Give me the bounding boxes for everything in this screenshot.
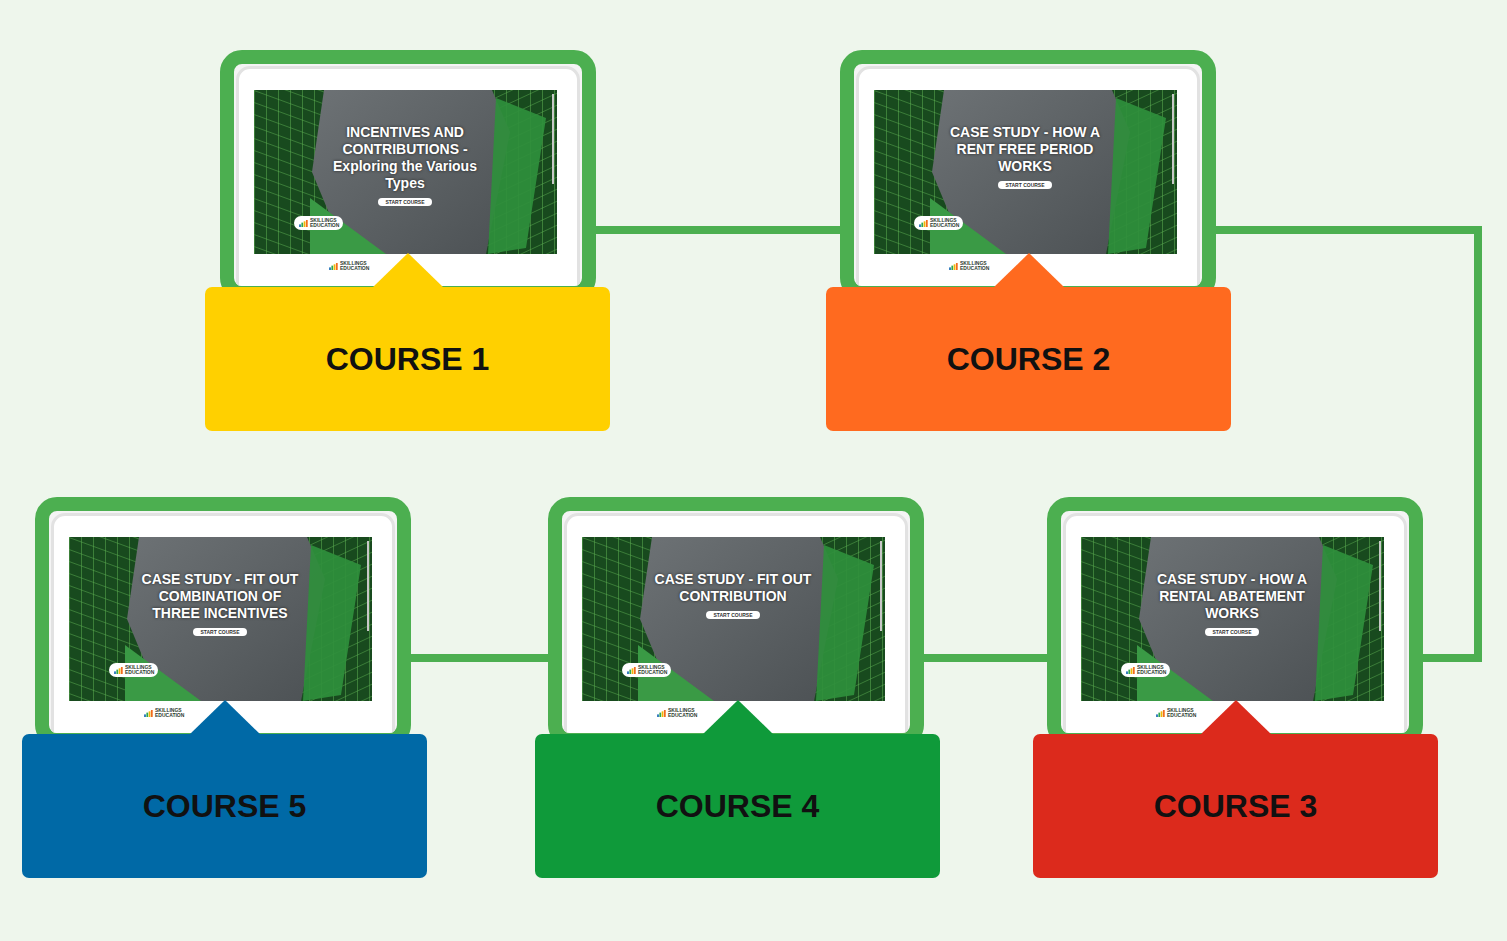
logo-icon	[1156, 710, 1165, 717]
start-button: START COURSE	[706, 611, 759, 619]
logo-icon	[657, 710, 666, 717]
logo-text: SKILLINGS EDUCATION	[155, 708, 183, 718]
logo-text: SKILLINGS EDUCATION	[960, 261, 988, 271]
footer-logo: SKILLINGS EDUCATION	[329, 261, 368, 271]
logo-badge: SKILLINGS EDUCATION	[914, 216, 963, 230]
course-label-box: COURSE 2	[826, 287, 1231, 431]
logo-text: SKILLINGS EDUCATION	[638, 665, 666, 675]
logo-text: SKILLINGS EDUCATION	[125, 665, 153, 675]
thumbnail-caption: CASE STUDY - FIT OUT COMBINATION OF THRE…	[135, 571, 305, 636]
thumbnail-caption: CASE STUDY - HOW A RENTAL ABATEMENT WORK…	[1147, 571, 1317, 636]
start-button: START COURSE	[998, 181, 1051, 189]
connector-line	[924, 654, 1047, 662]
logo-text: SKILLINGS EDUCATION	[930, 218, 958, 228]
course-label: COURSE 1	[326, 341, 490, 378]
pointer-shape	[189, 700, 261, 735]
pointer-shape	[372, 253, 444, 288]
logo-text: SKILLINGS EDUCATION	[668, 708, 696, 718]
thumbnail-art	[1081, 537, 1384, 701]
logo-icon	[329, 263, 338, 270]
pointer-shape	[702, 700, 774, 735]
thumbnail-caption: CASE STUDY - HOW A RENT FREE PERIOD WORK…	[940, 124, 1110, 189]
logo-text: SKILLINGS EDUCATION	[310, 218, 338, 228]
footer-logo: SKILLINGS EDUCATION	[657, 708, 696, 718]
course-label-box: COURSE 4	[535, 734, 940, 878]
logo-bars	[299, 220, 308, 227]
logo-badge: SKILLINGS EDUCATION	[622, 663, 671, 677]
thumbnail-caption: INCENTIVES AND CONTRIBUTIONS - Exploring…	[320, 124, 490, 206]
course-title: CASE STUDY - FIT OUT COMBINATION OF THRE…	[135, 571, 305, 622]
logo-bars	[144, 710, 153, 717]
logo-bars	[949, 263, 958, 270]
course-title: INCENTIVES AND CONTRIBUTIONS - Exploring…	[320, 124, 490, 192]
pointer-triangle	[1200, 700, 1272, 735]
course-title: CASE STUDY - HOW A RENTAL ABATEMENT WORK…	[1147, 571, 1317, 622]
connector-line	[411, 654, 548, 662]
logo-icon	[949, 263, 958, 270]
logo-text: SKILLINGS EDUCATION	[1167, 708, 1195, 718]
logo-bars	[1156, 710, 1165, 717]
logo-icon	[114, 667, 123, 674]
thumbnail-art	[874, 90, 1177, 254]
course-label: COURSE 5	[143, 788, 307, 825]
logo-icon	[299, 220, 308, 227]
start-button: START COURSE	[378, 198, 431, 206]
footer-logo: SKILLINGS EDUCATION	[949, 261, 988, 271]
pointer-triangle	[702, 700, 774, 735]
course-label-box: COURSE 1	[205, 287, 610, 431]
logo-icon	[919, 220, 928, 227]
thumbnail-art	[254, 90, 557, 254]
course-label: COURSE 3	[1154, 788, 1318, 825]
pointer-triangle	[372, 253, 444, 288]
course-label: COURSE 4	[656, 788, 820, 825]
logo-bars	[657, 710, 666, 717]
pointer-triangle	[993, 253, 1065, 288]
connector-line	[596, 226, 840, 234]
logo-bars	[627, 667, 636, 674]
pointer-triangle	[189, 700, 261, 735]
logo-text: SKILLINGS EDUCATION	[1137, 665, 1165, 675]
start-button: START COURSE	[193, 628, 246, 636]
logo-bars	[114, 667, 123, 674]
course-label-box: COURSE 5	[22, 734, 427, 878]
start-button: START COURSE	[1205, 628, 1258, 636]
pointer-shape	[1200, 700, 1272, 735]
logo-icon	[1126, 667, 1135, 674]
logo-icon	[627, 667, 636, 674]
footer-logo: SKILLINGS EDUCATION	[1156, 708, 1195, 718]
logo-bars	[1126, 667, 1135, 674]
thumbnail-caption: CASE STUDY - FIT OUT CONTRIBUTION START C…	[648, 571, 818, 619]
thumbnail-art	[69, 537, 372, 701]
logo-badge: SKILLINGS EDUCATION	[1121, 663, 1170, 677]
thumbnail-art	[582, 537, 885, 701]
course-title: CASE STUDY - HOW A RENT FREE PERIOD WORK…	[940, 124, 1110, 175]
logo-badge: SKILLINGS EDUCATION	[294, 216, 343, 230]
logo-icon	[144, 710, 153, 717]
logo-text: SKILLINGS EDUCATION	[340, 261, 368, 271]
course-label: COURSE 2	[947, 341, 1111, 378]
logo-badge: SKILLINGS EDUCATION	[109, 663, 158, 677]
course-title: CASE STUDY - FIT OUT CONTRIBUTION	[648, 571, 818, 605]
logo-bars	[329, 263, 338, 270]
logo-bars	[919, 220, 928, 227]
course-label-box: COURSE 3	[1033, 734, 1438, 878]
pointer-shape	[993, 253, 1065, 288]
footer-logo: SKILLINGS EDUCATION	[144, 708, 183, 718]
